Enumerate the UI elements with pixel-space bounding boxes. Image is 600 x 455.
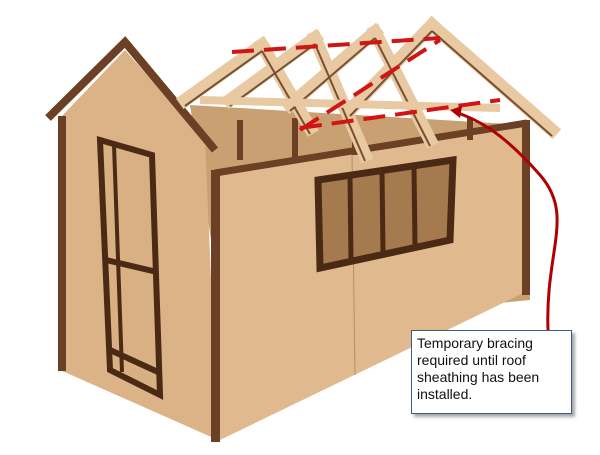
gable-trim (45, 36, 219, 153)
rafter-edges (184, 30, 553, 162)
door-mid-rail (105, 257, 158, 275)
corner-post-left (58, 116, 66, 371)
temporary-bracing (231, 36, 501, 132)
leader-arrowhead (450, 106, 462, 118)
collar-ties (199, 96, 501, 112)
door-stile (112, 144, 124, 373)
window-mullion-2 (379, 170, 386, 255)
window-mullion-1 (347, 175, 354, 261)
wall-top-plate (214, 119, 528, 177)
window-mullion-3 (411, 166, 418, 248)
wall-studs (237, 118, 473, 160)
door-bottom-rail (108, 347, 160, 375)
corner-post-front (211, 170, 220, 442)
bracing-callout: Temporary bracing required until roof sh… (411, 330, 572, 414)
corner-post-back (522, 120, 530, 295)
callout-leader (454, 110, 559, 331)
